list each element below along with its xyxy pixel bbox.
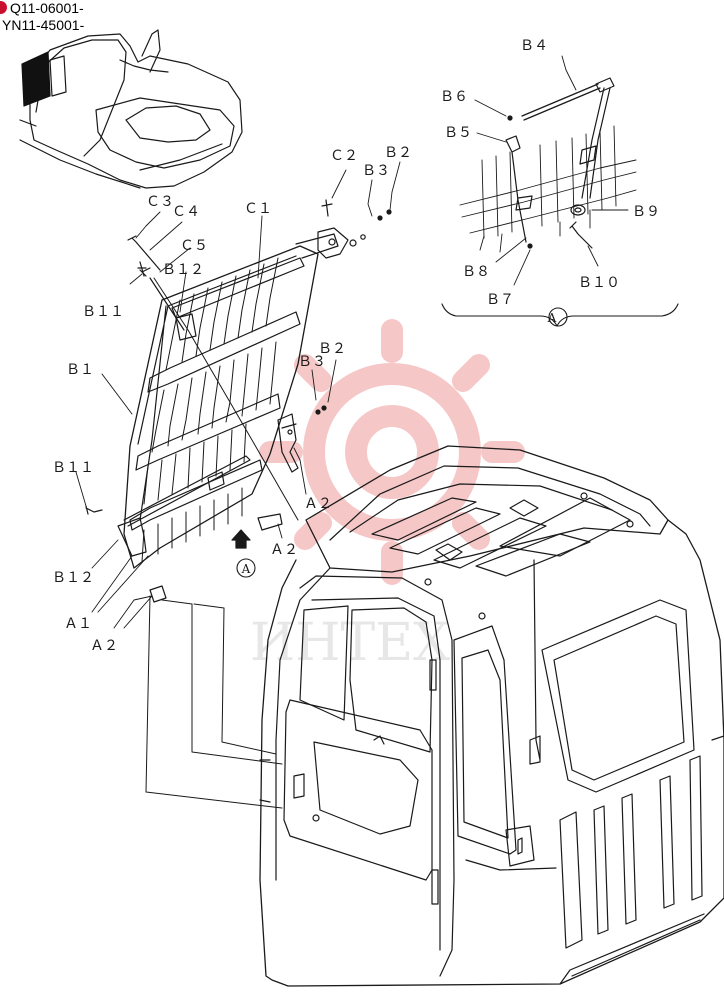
detail-a-circle: [548, 307, 568, 327]
serial-number-1: Q11-06001-: [10, 0, 84, 16]
label-b4: Ｂ４: [520, 38, 548, 54]
label-a2-mid: Ａ２: [270, 542, 298, 558]
view-arrow: [231, 529, 256, 578]
label-b8: Ｂ８: [462, 264, 490, 280]
label-b1: Ｂ１: [66, 362, 94, 378]
label-b10: Ｂ１０: [578, 275, 620, 291]
label-c4: Ｃ４: [172, 204, 200, 220]
label-c1: Ｃ１: [244, 201, 272, 217]
watermark-logo: [259, 319, 525, 585]
label-c5: Ｃ５: [180, 238, 208, 254]
label-a2-bot: Ａ２: [90, 638, 118, 654]
detail-view-a: [441, 55, 679, 327]
view-arrow-marker: A: [241, 562, 251, 576]
detail-marker: A: [547, 311, 557, 325]
badge-icon: [0, 1, 7, 14]
guard-grille: [85, 199, 392, 603]
serial-number-2: YN11-45001-: [2, 17, 85, 33]
callout-labels: Ｂ４ Ｂ６ Ｂ５ Ｂ９ Ｂ８ Ｂ１０ Ｂ７ A Ｃ２ Ｂ３ Ｂ２ Ｃ３ Ｃ４ Ｃ…: [52, 38, 660, 654]
label-b5: Ｂ５: [444, 125, 472, 141]
label-c2: Ｃ２: [330, 148, 358, 164]
operator-cab: [259, 445, 724, 987]
label-b3-mid: Ｂ３: [298, 354, 326, 370]
label-b2-mid: Ｂ２: [318, 341, 346, 357]
label-b3-top: Ｂ３: [362, 163, 390, 179]
label-b9: Ｂ９: [632, 204, 660, 220]
label-b12-bot: Ｂ１２: [52, 570, 94, 586]
leader-lines: [75, 161, 401, 629]
label-a1: Ａ１: [64, 616, 92, 632]
serial-header: Q11-06001- YN11-45001-: [0, 0, 84, 34]
label-b11-bot: Ｂ１１: [52, 460, 94, 476]
label-b12-top: Ｂ１２: [162, 262, 204, 278]
label-b6: Ｂ６: [440, 89, 468, 105]
label-b2-top: Ｂ２: [384, 145, 412, 161]
seat-thumbnail: [19, 29, 243, 189]
label-b7: Ｂ７: [486, 292, 514, 308]
label-b11-top: Ｂ１１: [82, 304, 124, 320]
label-a2-right: Ａ２: [304, 496, 332, 512]
routing-lines: [145, 595, 283, 809]
label-c3: Ｃ３: [146, 194, 174, 210]
